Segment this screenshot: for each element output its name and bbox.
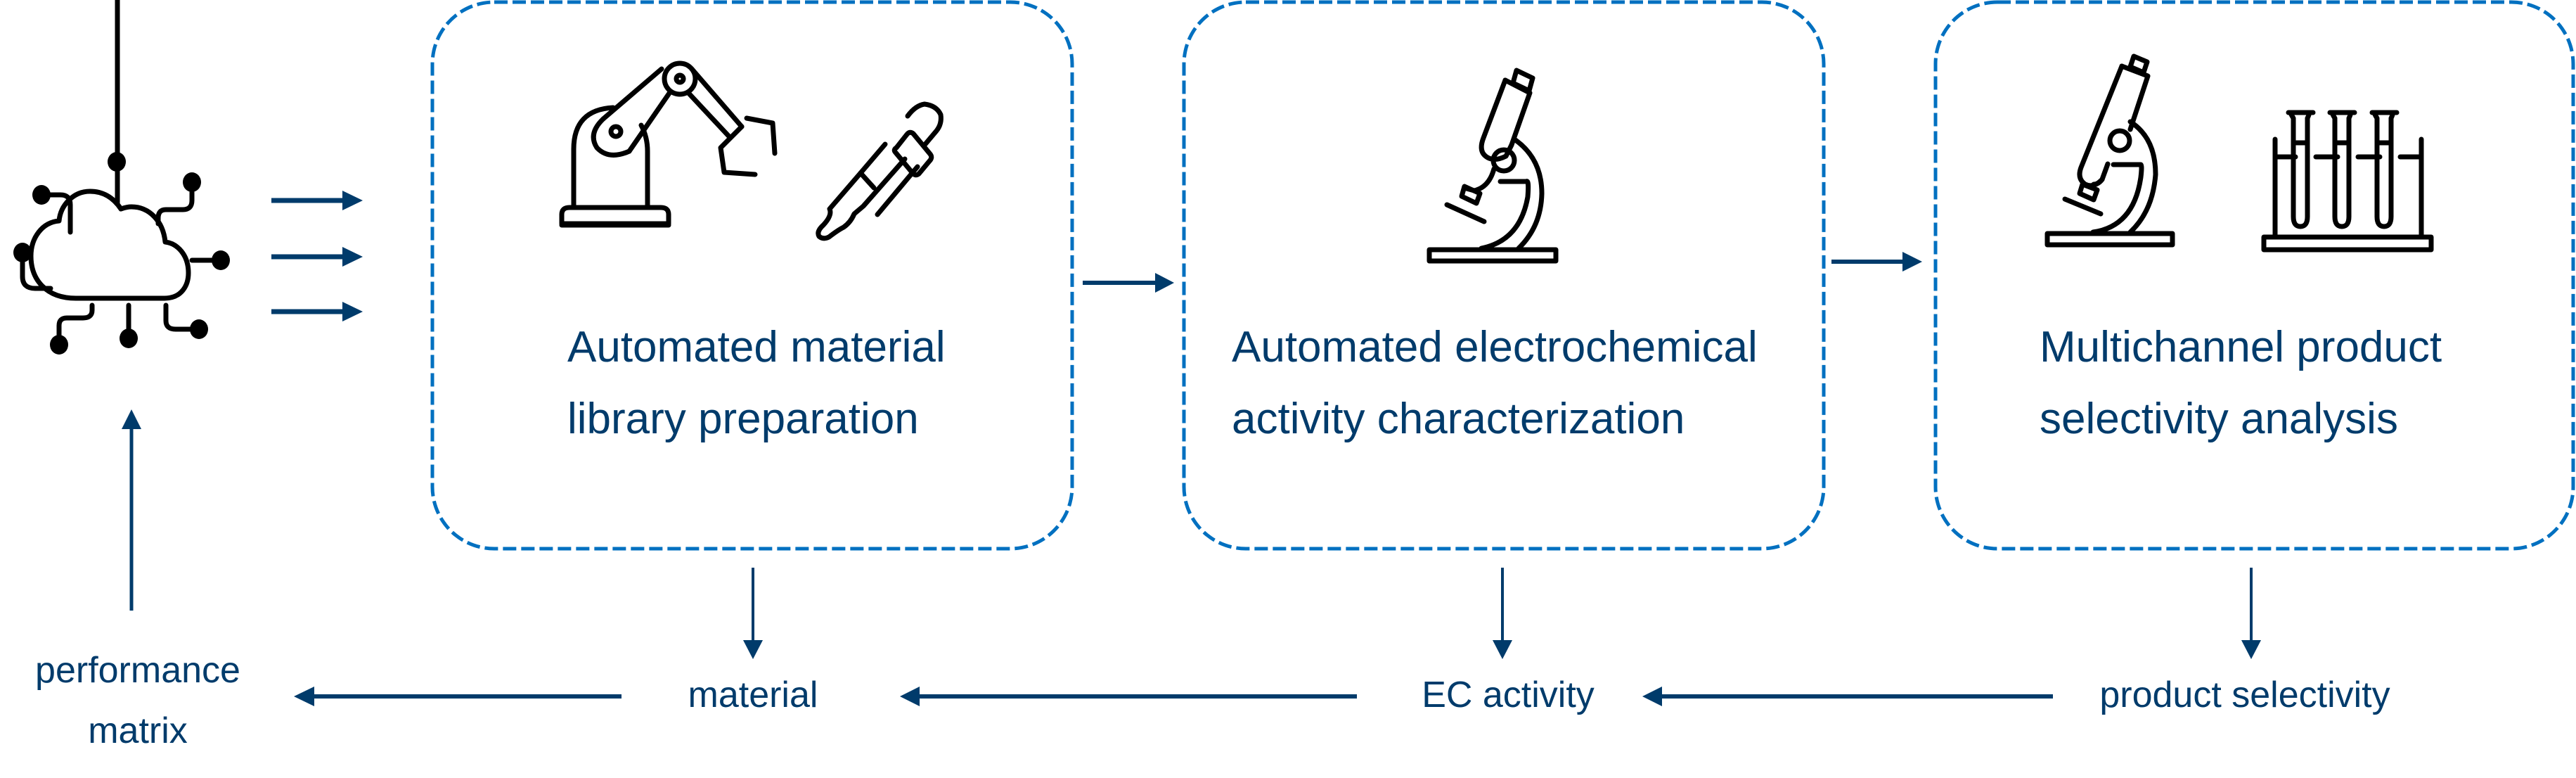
stage-box-selectivity (1933, 0, 2575, 551)
stage-title-line: library preparation (567, 395, 919, 443)
dropper-pipette-icon (816, 101, 944, 241)
stage-title-line: Multichannel product (2040, 323, 2442, 371)
stage-title-line: selectivity analysis (2040, 395, 2398, 443)
label-product-selectivity: product selectivity (2099, 675, 2390, 715)
arrow-stage3-to-selectivity (2241, 568, 2261, 659)
arrow-right (271, 191, 363, 210)
label-performance-matrix: performance matrix (18, 652, 257, 749)
arrow-right (271, 247, 363, 267)
stage-title-line: activity characterization (1232, 395, 1685, 443)
label-material: material (688, 675, 818, 715)
arrow-performance-matrix-to-cloud (122, 409, 141, 611)
arrow-stage1-to-material (743, 568, 763, 659)
microscope-icon (1427, 68, 1559, 264)
stage-title-electrochemical: Automated electrochemical activity chara… (1232, 326, 1758, 441)
stage-box-electrochemical (1182, 0, 1826, 551)
stage-title-line: Automated electrochemical (1232, 323, 1758, 371)
cloud-network-icon (13, 0, 230, 355)
arrow-selectivity-to-ec-activity (1642, 687, 2053, 706)
stage-title-selectivity: Multichannel product selectivity analysi… (2040, 326, 2442, 441)
arrow-right (271, 302, 363, 321)
arrow-material-to-performance-matrix (294, 687, 622, 706)
label-ec-activity: EC activity (1422, 675, 1595, 715)
label-line: performance (35, 650, 240, 691)
arrow-stage2-to-ec-activity (1493, 568, 1512, 659)
arrow-ec-activity-to-material (900, 687, 1357, 706)
stage-box-material-preparation (430, 0, 1074, 551)
robot-arm-icon (559, 60, 778, 228)
arrow-stage2-to-stage3 (1831, 252, 1922, 272)
cloud-output-arrows (271, 191, 363, 321)
stage-title-material-preparation: Automated material library preparation (567, 326, 946, 441)
arrow-stage1-to-stage2 (1083, 273, 1174, 293)
stage-title-line: Automated material (567, 323, 946, 371)
microscope-icon (2044, 53, 2175, 248)
label-line: matrix (88, 710, 188, 751)
test-tube-rack-icon (2261, 110, 2434, 253)
